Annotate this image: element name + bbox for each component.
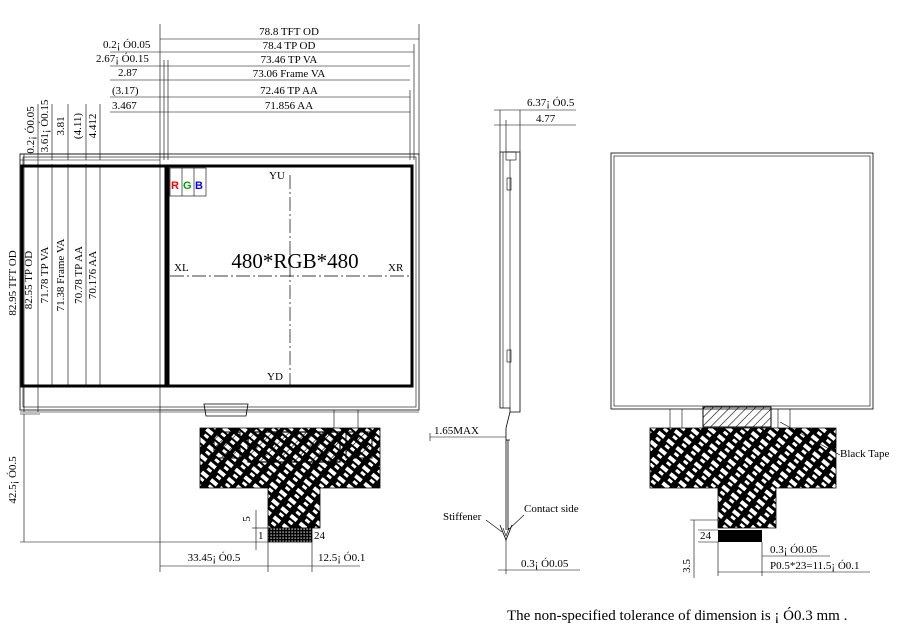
dim-side-thick2: 4.77 [536,113,556,125]
dim-back-fpc-thick: 0.3¡ Ó0.05 [770,544,818,556]
display-labels: 480*RGB*480 YU YD XL XR R G B [171,170,404,383]
dim-pad-height: 5 [241,516,253,522]
back-outline [610,152,874,410]
left-dimensions: 82.95 TFT OD 82.55 TP OD 71.78 TP VA 71.… [7,99,326,550]
dim-tp-va-v: 71.78 TP VA [39,247,51,304]
back-contact-pads [718,530,762,542]
dim-back-stiff: 3.5 [681,559,693,573]
label-black-tape: Black Tape [840,448,890,460]
label-xr: XR [388,262,404,274]
top-dimensions: 78.8 TFT OD 78.4 TP OD 73.46 TP VA 73.06… [96,24,420,410]
dim-side-fpc-thick: 0.3¡ Ó0.05 [521,558,569,570]
dim-side-max: 1.65MAX [434,425,479,437]
bottom-dimensions: 33.45¡ Ó0.5 12.5¡ Ó0.1 [159,410,365,572]
label-contact-side: Contact side [524,503,579,515]
dim-tp-aa-v: 70.78 TP AA [73,246,85,304]
back-view: Black Tape 24 3.5 0.3¡ Ó0.05 P0.5*23=11.… [610,152,890,578]
label-stiffener: Stiffener [443,511,482,523]
back-pin-24: 24 [700,530,712,542]
black-tape [702,406,772,428]
pin-1-label: 1 [258,530,264,542]
label-g: G [183,180,192,192]
dim-side-thick1: 6.37¡ Ó0.5 [527,97,575,109]
tft-outline [19,153,420,411]
component-right [345,431,373,459]
fpc-tail [203,403,249,417]
dim-tp-va-h: 73.46 TP VA [261,54,318,66]
dim-top3: 3.81 [55,116,67,135]
dim-top2: 3.61¡ Ó0.15 [39,99,51,152]
component-left [213,431,241,459]
dim-tp-od-v: 82.55 TP OD [23,251,35,309]
resolution-label: 480*RGB*480 [231,249,358,273]
dim-back-pitch: P0.5*23=11.5¡ Ó0.1 [770,560,860,572]
dim-off3: 2.87 [118,67,138,79]
ic-chip [247,431,341,463]
back-fpc-board [649,427,837,529]
label-r: R [171,180,179,192]
side-view: 6.37¡ Ó0.5 4.77 1.65MAX Stiffener Contac… [429,97,580,574]
label-xl: XL [174,262,189,274]
dim-off1: 0.2¡ Ó0.05 [103,39,151,51]
dim-frame-va-h: 73.06 Frame VA [253,68,326,80]
dim-tft-od-v: 82.95 TFT OD [7,250,19,315]
tolerance-note: The non-specified tolerance of dimension… [507,607,847,624]
dim-fpc-length: 42.5¡ Ó0.5 [7,456,19,504]
pin-24-label: 24 [314,530,326,542]
label-yu: YU [269,170,285,182]
dim-fpc-width: 12.5¡ Ó0.1 [318,552,365,564]
dim-top1: 0.2¡ Ó0.05 [25,106,37,154]
dim-fpc-offset: 33.45¡ Ó0.5 [188,552,241,564]
active-area [166,164,414,388]
dim-off4: (3.17) [112,85,139,97]
dim-tp-aa-h: 72.46 TP AA [260,85,318,97]
dim-top4: (4.11) [72,113,84,140]
dim-tp-od-h: 78.4 TP OD [263,40,316,52]
dim-off2: 2.67¡ Ó0.15 [96,53,149,65]
label-yd: YD [267,371,283,383]
rgb-pixel-box [169,167,207,197]
dim-frame-va-v: 71.38 Frame VA [55,239,67,312]
dim-aa-v: 70.176 AA [87,251,99,299]
front-view [19,153,420,543]
label-b: B [195,180,203,192]
dim-aa-h: 71.856 AA [265,100,313,112]
dim-top5: 4.412 [87,114,99,139]
contact-pads [267,527,313,543]
dim-tft-od-h: 78.8 TFT OD [259,26,319,38]
dim-off5: 3.467 [112,100,137,112]
